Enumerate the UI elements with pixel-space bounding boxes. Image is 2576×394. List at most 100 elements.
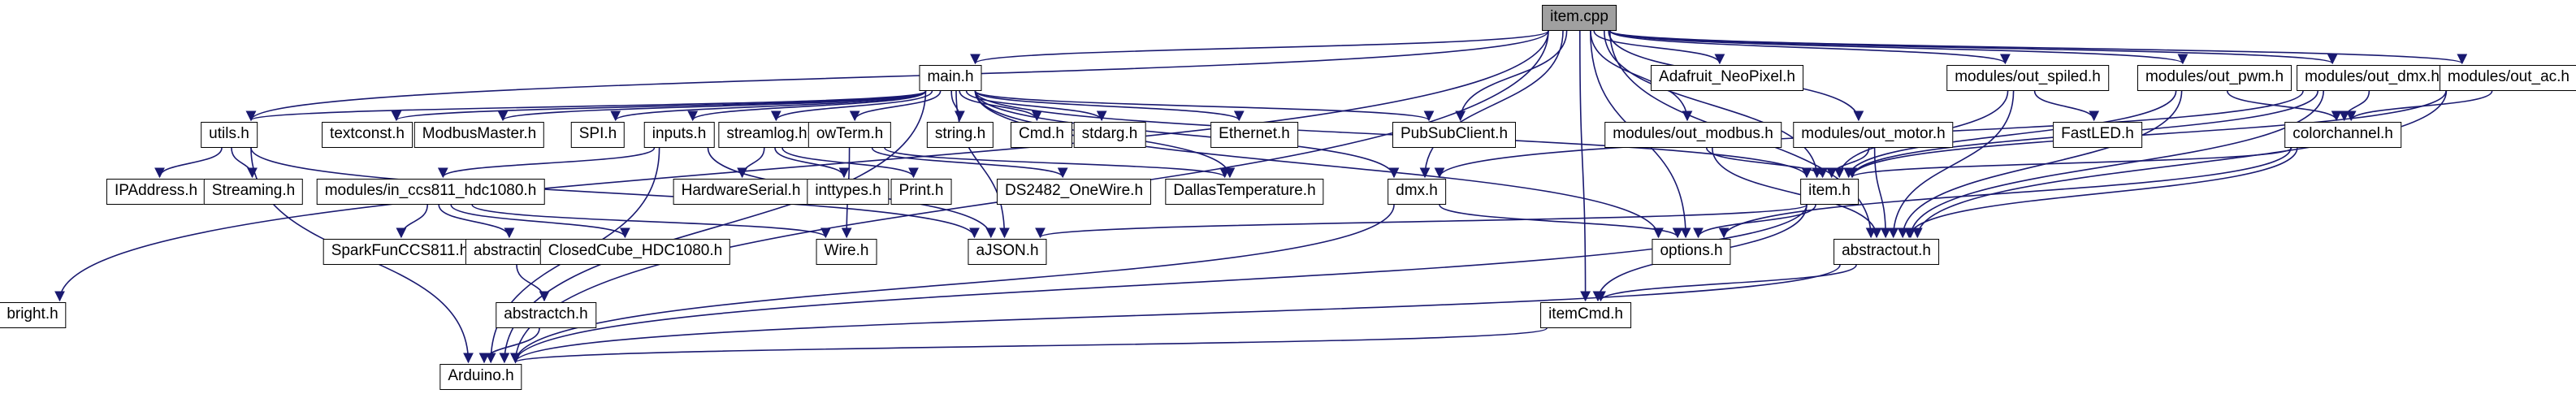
node-out_dmx[interactable]: modules/out_dmx.h	[2297, 65, 2448, 91]
node-adafruit_neopixel[interactable]: Adafruit_NeoPixel.h	[1651, 65, 1803, 91]
edge-abstractout_h-itemcmd_h	[1595, 264, 1857, 302]
edge-item_cpp-out_spiled	[1609, 30, 2011, 65]
node-print_h[interactable]: Print.h	[890, 179, 952, 205]
edge-item_cpp-adafruit_neopixel	[1593, 30, 1725, 65]
node-dmx_h[interactable]: dmx.h	[1388, 179, 1446, 205]
edge-streamlog_h-inttypes_h	[774, 147, 850, 179]
edge-owterm_h-dallastemperature	[884, 147, 1230, 179]
node-ajson_h[interactable]: aJSON.h	[968, 239, 1047, 265]
edge-out_motor-item_h	[1826, 147, 1870, 179]
node-wire_h[interactable]: Wire.h	[816, 239, 877, 265]
edge-main_h-owterm_h	[849, 90, 942, 122]
edge-out_ac-item_h	[1846, 90, 2447, 179]
edge-main_h-stdarg_h	[965, 90, 1107, 122]
edge-out_modbus-abstractout_h	[1712, 147, 1882, 239]
edge-utils_h-ajson_h	[250, 147, 980, 239]
node-utils_h[interactable]: utils.h	[201, 122, 258, 148]
edge-out_spiled-abstractout_h	[1888, 90, 2015, 239]
edge-in_ccs811_hdc1080-closedcube_hdc1080	[450, 204, 630, 239]
edge-item_cpp-pubsubclient_h	[1455, 30, 1568, 122]
edge-colorchannel_h-options_h	[1718, 147, 2292, 239]
edge-item_cpp-utils_h	[245, 30, 1549, 122]
node-fastled_h[interactable]: FastLED.h	[2053, 122, 2142, 148]
edge-item_cpp-main_h	[970, 30, 1549, 65]
node-hardwareserial_h[interactable]: HardwareSerial.h	[673, 179, 809, 205]
node-options_h[interactable]: options.h	[1652, 239, 1731, 265]
edge-main_h-utils_h	[246, 90, 927, 122]
edge-item_cpp-itemcmd_h	[1579, 30, 1591, 302]
edge-main_h-cmd_h	[959, 90, 1042, 122]
edge-out_pwm-abstractout_h	[1897, 90, 2183, 239]
edge-main_h-inputs_h	[687, 90, 927, 122]
node-item_h[interactable]: item.h	[1800, 179, 1859, 205]
edge-item_cpp-out_modbus	[1590, 30, 1693, 122]
edge-dmx_h-options_h	[1439, 204, 1683, 239]
edge-out_dmx-abstractout_h	[1905, 90, 2324, 239]
edge-item_cpp-out_ac	[1609, 30, 2467, 65]
node-ds2482_onewire[interactable]: DS2482_OneWire.h	[996, 179, 1152, 205]
node-ethernet_h[interactable]: Ethernet.h	[1210, 122, 1298, 148]
node-out_motor[interactable]: modules/out_motor.h	[1793, 122, 1954, 148]
edge-out_pwm-item_h	[1843, 90, 2177, 179]
node-spi_h[interactable]: SPI.h	[570, 122, 626, 148]
node-main_h[interactable]: main.h	[919, 65, 982, 91]
node-bright_h[interactable]: bright.h	[0, 302, 67, 328]
edge-streamlog_h-hardwareserial_h	[737, 147, 765, 179]
node-itemcmd_h[interactable]: itemCmd.h	[1540, 302, 1631, 328]
node-item_cpp[interactable]: item.cpp	[1542, 5, 1617, 31]
edge-out_spiled-fastled_h	[2033, 90, 2100, 122]
node-dallastemperature[interactable]: DallasTemperature.h	[1165, 179, 1324, 205]
node-streamlog_h[interactable]: streamlog.h	[718, 122, 816, 148]
node-closedcube_hdc1080[interactable]: ClosedCube_HDC1080.h	[539, 239, 731, 265]
edge-in_ccs811_hdc1080-wire_h	[471, 204, 831, 239]
edge-main_h-item_h	[974, 90, 1812, 179]
node-streaming_h[interactable]: Streaming.h	[203, 179, 304, 205]
edge-in_ccs811_hdc1080-sparkfunccs811	[396, 204, 428, 239]
edge-main_h-ethernet_h	[974, 90, 1245, 122]
edge-item_cpp-item_h	[1604, 30, 1822, 179]
node-inttypes_h[interactable]: inttypes.h	[807, 179, 890, 205]
edge-item_cpp-out_pwm	[1609, 30, 2188, 65]
node-pubsubclient_h[interactable]: PubSubClient.h	[1392, 122, 1517, 148]
node-stdarg_h[interactable]: stdarg.h	[1073, 122, 1146, 148]
edge-utils_h-streaming_h	[231, 147, 258, 179]
edge-colorchannel_h-abstractout_h	[1903, 147, 2298, 239]
node-out_spiled[interactable]: modules/out_spiled.h	[1946, 65, 2109, 91]
node-owterm_h[interactable]: owTerm.h	[807, 122, 892, 148]
node-inputs_h[interactable]: inputs.h	[643, 122, 715, 148]
edge-main_h-spi_h	[610, 90, 927, 122]
edge-item_cpp-bright_h	[54, 30, 1549, 302]
node-textconst_h[interactable]: textconst.h	[322, 122, 413, 148]
edge-item_h-ajson_h	[1035, 204, 1808, 239]
edge-abstractch_h-arduino_h	[478, 327, 540, 364]
edge-itemcmd_h-arduino_h	[510, 327, 1548, 364]
node-string_h[interactable]: string.h	[926, 122, 994, 148]
node-cmd_h[interactable]: Cmd.h	[1011, 122, 1072, 148]
node-out_pwm[interactable]: modules/out_pwm.h	[2137, 65, 2292, 91]
node-out_ac[interactable]: modules/out_ac.h	[2440, 65, 2576, 91]
node-colorchannel_h[interactable]: colorchannel.h	[2284, 122, 2401, 148]
edge-in_ccs811_hdc1080-abstractin_h	[438, 204, 515, 239]
edge-owterm_h-ds2482_onewire	[871, 147, 1068, 179]
edge-out_modbus-item_h	[1706, 147, 1828, 179]
node-abstractch_h[interactable]: abstractch.h	[496, 302, 596, 328]
edge-out_motor-abstractout_h	[1873, 147, 1891, 239]
edge-main_h-ajson_h	[955, 90, 1010, 239]
node-modbusmaster_h[interactable]: ModbusMaster.h	[413, 122, 545, 148]
edge-main_h-textconst_h	[391, 90, 927, 122]
node-arduino_h[interactable]: Arduino.h	[439, 364, 522, 390]
edge-streamlog_h-print_h	[781, 147, 919, 179]
edge-inputs_h-in_ccs811_hdc1080	[438, 147, 656, 179]
node-in_ccs811_hdc1080[interactable]: modules/in_ccs811_hdc1080.h	[316, 179, 545, 205]
edge-item_cpp-dmx_h	[1419, 30, 1564, 179]
edge-main_h-modbusmaster_h	[497, 90, 927, 122]
edge-abstractin_h-abstractch_h	[516, 264, 550, 302]
edge-abstractout_h-arduino_h	[510, 264, 1841, 364]
node-out_modbus[interactable]: modules/out_modbus.h	[1604, 122, 1782, 148]
edge-main_h-string_h	[950, 90, 965, 122]
node-sparkfunccs811[interactable]: SparkFunCCS811.h	[323, 239, 477, 265]
edge-dmx_h-arduino_h	[510, 204, 1395, 364]
node-abstractout_h[interactable]: abstractout.h	[1834, 239, 1939, 265]
node-ipaddress_h[interactable]: IPAddress.h	[106, 179, 206, 205]
